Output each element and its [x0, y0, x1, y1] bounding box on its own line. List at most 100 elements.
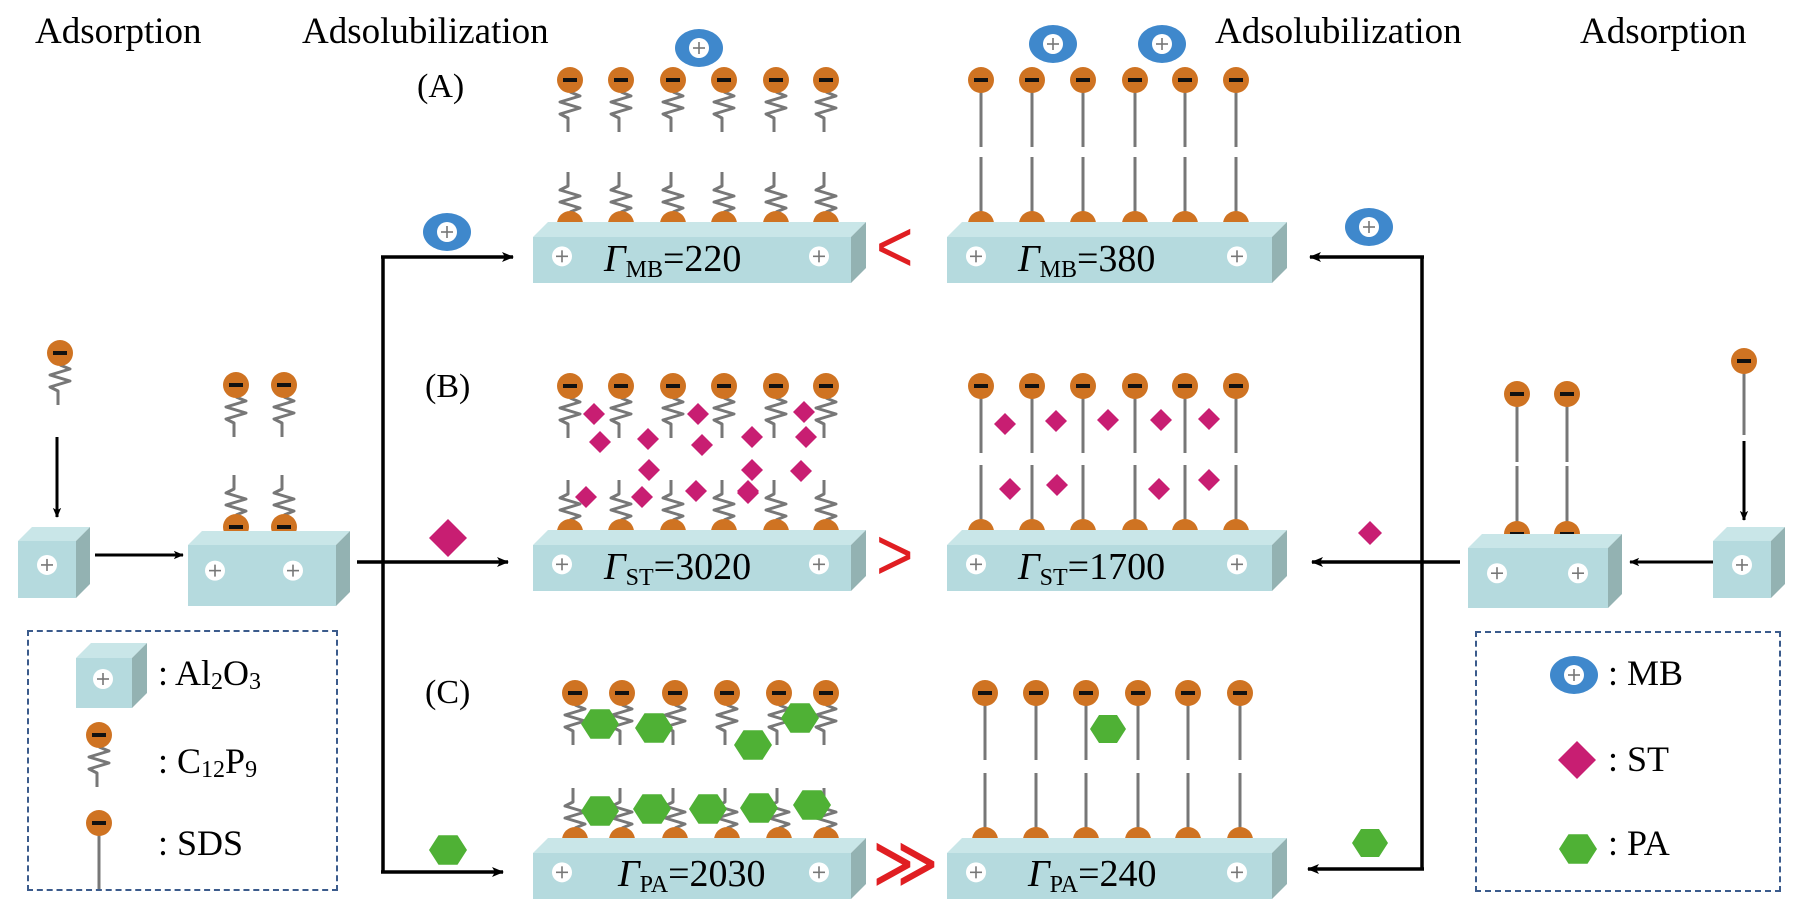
plus-charge-icon: [966, 862, 986, 883]
c12p9-molecule: [714, 680, 740, 745]
gamma-c-right: ΓPA=240: [1028, 852, 1157, 898]
headgroup-minus-icon: [1172, 373, 1198, 399]
bilayer-sds-b: [968, 373, 1249, 545]
sds-molecule: [968, 67, 994, 147]
gamma-b-left: ΓST=3020: [604, 545, 751, 591]
sds-molecule: [1223, 373, 1249, 453]
headgroup-minus-icon: [223, 372, 249, 398]
zigzag-chain: [712, 480, 736, 522]
c12p9-molecule: [557, 67, 583, 132]
alumina-side-face: [336, 531, 350, 606]
minus-bar: [717, 78, 731, 82]
alumina-block-left: [188, 531, 350, 606]
zigzag-chain: [610, 788, 634, 830]
gamma-value: =2030: [668, 853, 766, 895]
header-right-adsolubilization: Adsolubilization: [1215, 11, 1462, 52]
minus-bar: [563, 384, 577, 388]
alumina-side-face: [132, 643, 147, 708]
minus-bar: [1128, 384, 1142, 388]
headgroup-minus-icon: [1070, 373, 1096, 399]
c12p9-molecule: [662, 680, 688, 745]
minus-bar: [614, 78, 628, 82]
zigzag-chain: [715, 703, 739, 745]
c12p9-molecule: [711, 67, 737, 132]
legend-subscript: 3: [249, 669, 262, 695]
headgroup-minus-icon: [1504, 381, 1530, 407]
headgroup-minus-icon: [766, 680, 792, 706]
alumina-front-face: [533, 545, 851, 591]
gamma-subscript: PA: [639, 872, 669, 898]
alumina-top-face: [188, 531, 350, 545]
zigzag-chain: [814, 172, 838, 214]
zigzag-chain: [661, 172, 685, 214]
plus-charge-icon: [809, 862, 829, 883]
plus-charge-icon: [1227, 862, 1247, 883]
pa-hexagon-icon: [633, 794, 671, 824]
sds-molecule: [1223, 67, 1249, 147]
header-right-adsorption: Adsorption: [1580, 11, 1747, 52]
comparison-a: <: [876, 204, 914, 288]
legend-label-al2o3: : Al2O3: [158, 652, 261, 696]
sds-molecule: [1227, 680, 1253, 760]
plus-charge-icon: [552, 246, 572, 267]
st-diamond-icon: [741, 459, 763, 481]
zigzag-chain: [558, 480, 582, 522]
legend-text: P: [225, 741, 246, 781]
minus-bar: [974, 384, 988, 388]
st-diamond-icon: [1558, 741, 1596, 779]
minus-bar: [819, 691, 833, 695]
gamma-value: =380: [1076, 238, 1156, 280]
plus-charge-icon: [93, 669, 113, 689]
minus-bar: [1076, 78, 1090, 82]
c12p9-molecule: [763, 67, 789, 132]
headgroup-minus-icon: [1223, 67, 1249, 93]
alumina-top-face: [1468, 534, 1622, 548]
alumina-front-face: [533, 853, 851, 899]
section-label-a: (A): [417, 68, 465, 105]
gamma-symbol: Γ: [1018, 546, 1040, 588]
c12p9-molecule: [223, 475, 249, 540]
sds-molecule: [972, 680, 998, 760]
zigzag-chain: [224, 475, 248, 517]
pa-hexagon-icon: [1559, 834, 1597, 864]
gamma-symbol: Γ: [604, 546, 626, 588]
c12p9-molecule: [660, 373, 686, 438]
st-diamond-icon: [637, 428, 659, 450]
c12p9-molecule: [763, 373, 789, 438]
minus-bar: [1737, 359, 1751, 363]
sds-molecule: [86, 810, 112, 891]
section-label-b: (B): [425, 368, 471, 405]
zigzag-chain: [609, 396, 633, 438]
mb-cation-icon: [675, 29, 723, 67]
alumina-side-face: [76, 527, 90, 598]
headgroup-minus-icon: [562, 680, 588, 706]
legend-colon: :: [158, 653, 176, 693]
headgroup-minus-icon: [714, 680, 740, 706]
bilayer-c12p9-b: [557, 373, 839, 545]
minus-bar: [978, 691, 992, 695]
legend-left: [27, 630, 338, 891]
st-diamond-icon: [795, 426, 817, 448]
minus-bar: [229, 383, 243, 387]
sds-molecule: [1122, 373, 1148, 453]
st-feed-b-left: [429, 519, 467, 557]
plus-charge-icon: [283, 560, 303, 581]
minus-bar: [769, 78, 783, 82]
legend-label-sds: : SDS: [158, 822, 243, 864]
st-diamond-icon: [1045, 410, 1067, 432]
gamma-value: =240: [1078, 853, 1157, 895]
alumina-side-face: [851, 530, 866, 591]
minus-bar: [92, 733, 106, 737]
headgroup-minus-icon: [660, 67, 686, 93]
alumina-side-face: [851, 838, 866, 899]
zigzag-chain: [609, 172, 633, 214]
gamma-a-right: ΓMB=380: [1018, 237, 1156, 283]
headgroup-minus-icon: [813, 67, 839, 93]
alumina-particle-right: [1713, 527, 1785, 598]
plus-charge-icon: [205, 560, 225, 581]
headgroup-minus-icon: [968, 67, 994, 93]
gamma-value: =220: [662, 238, 742, 280]
mb-adsorbed-a-right: [1029, 25, 1186, 63]
minus-bar: [1229, 78, 1243, 82]
